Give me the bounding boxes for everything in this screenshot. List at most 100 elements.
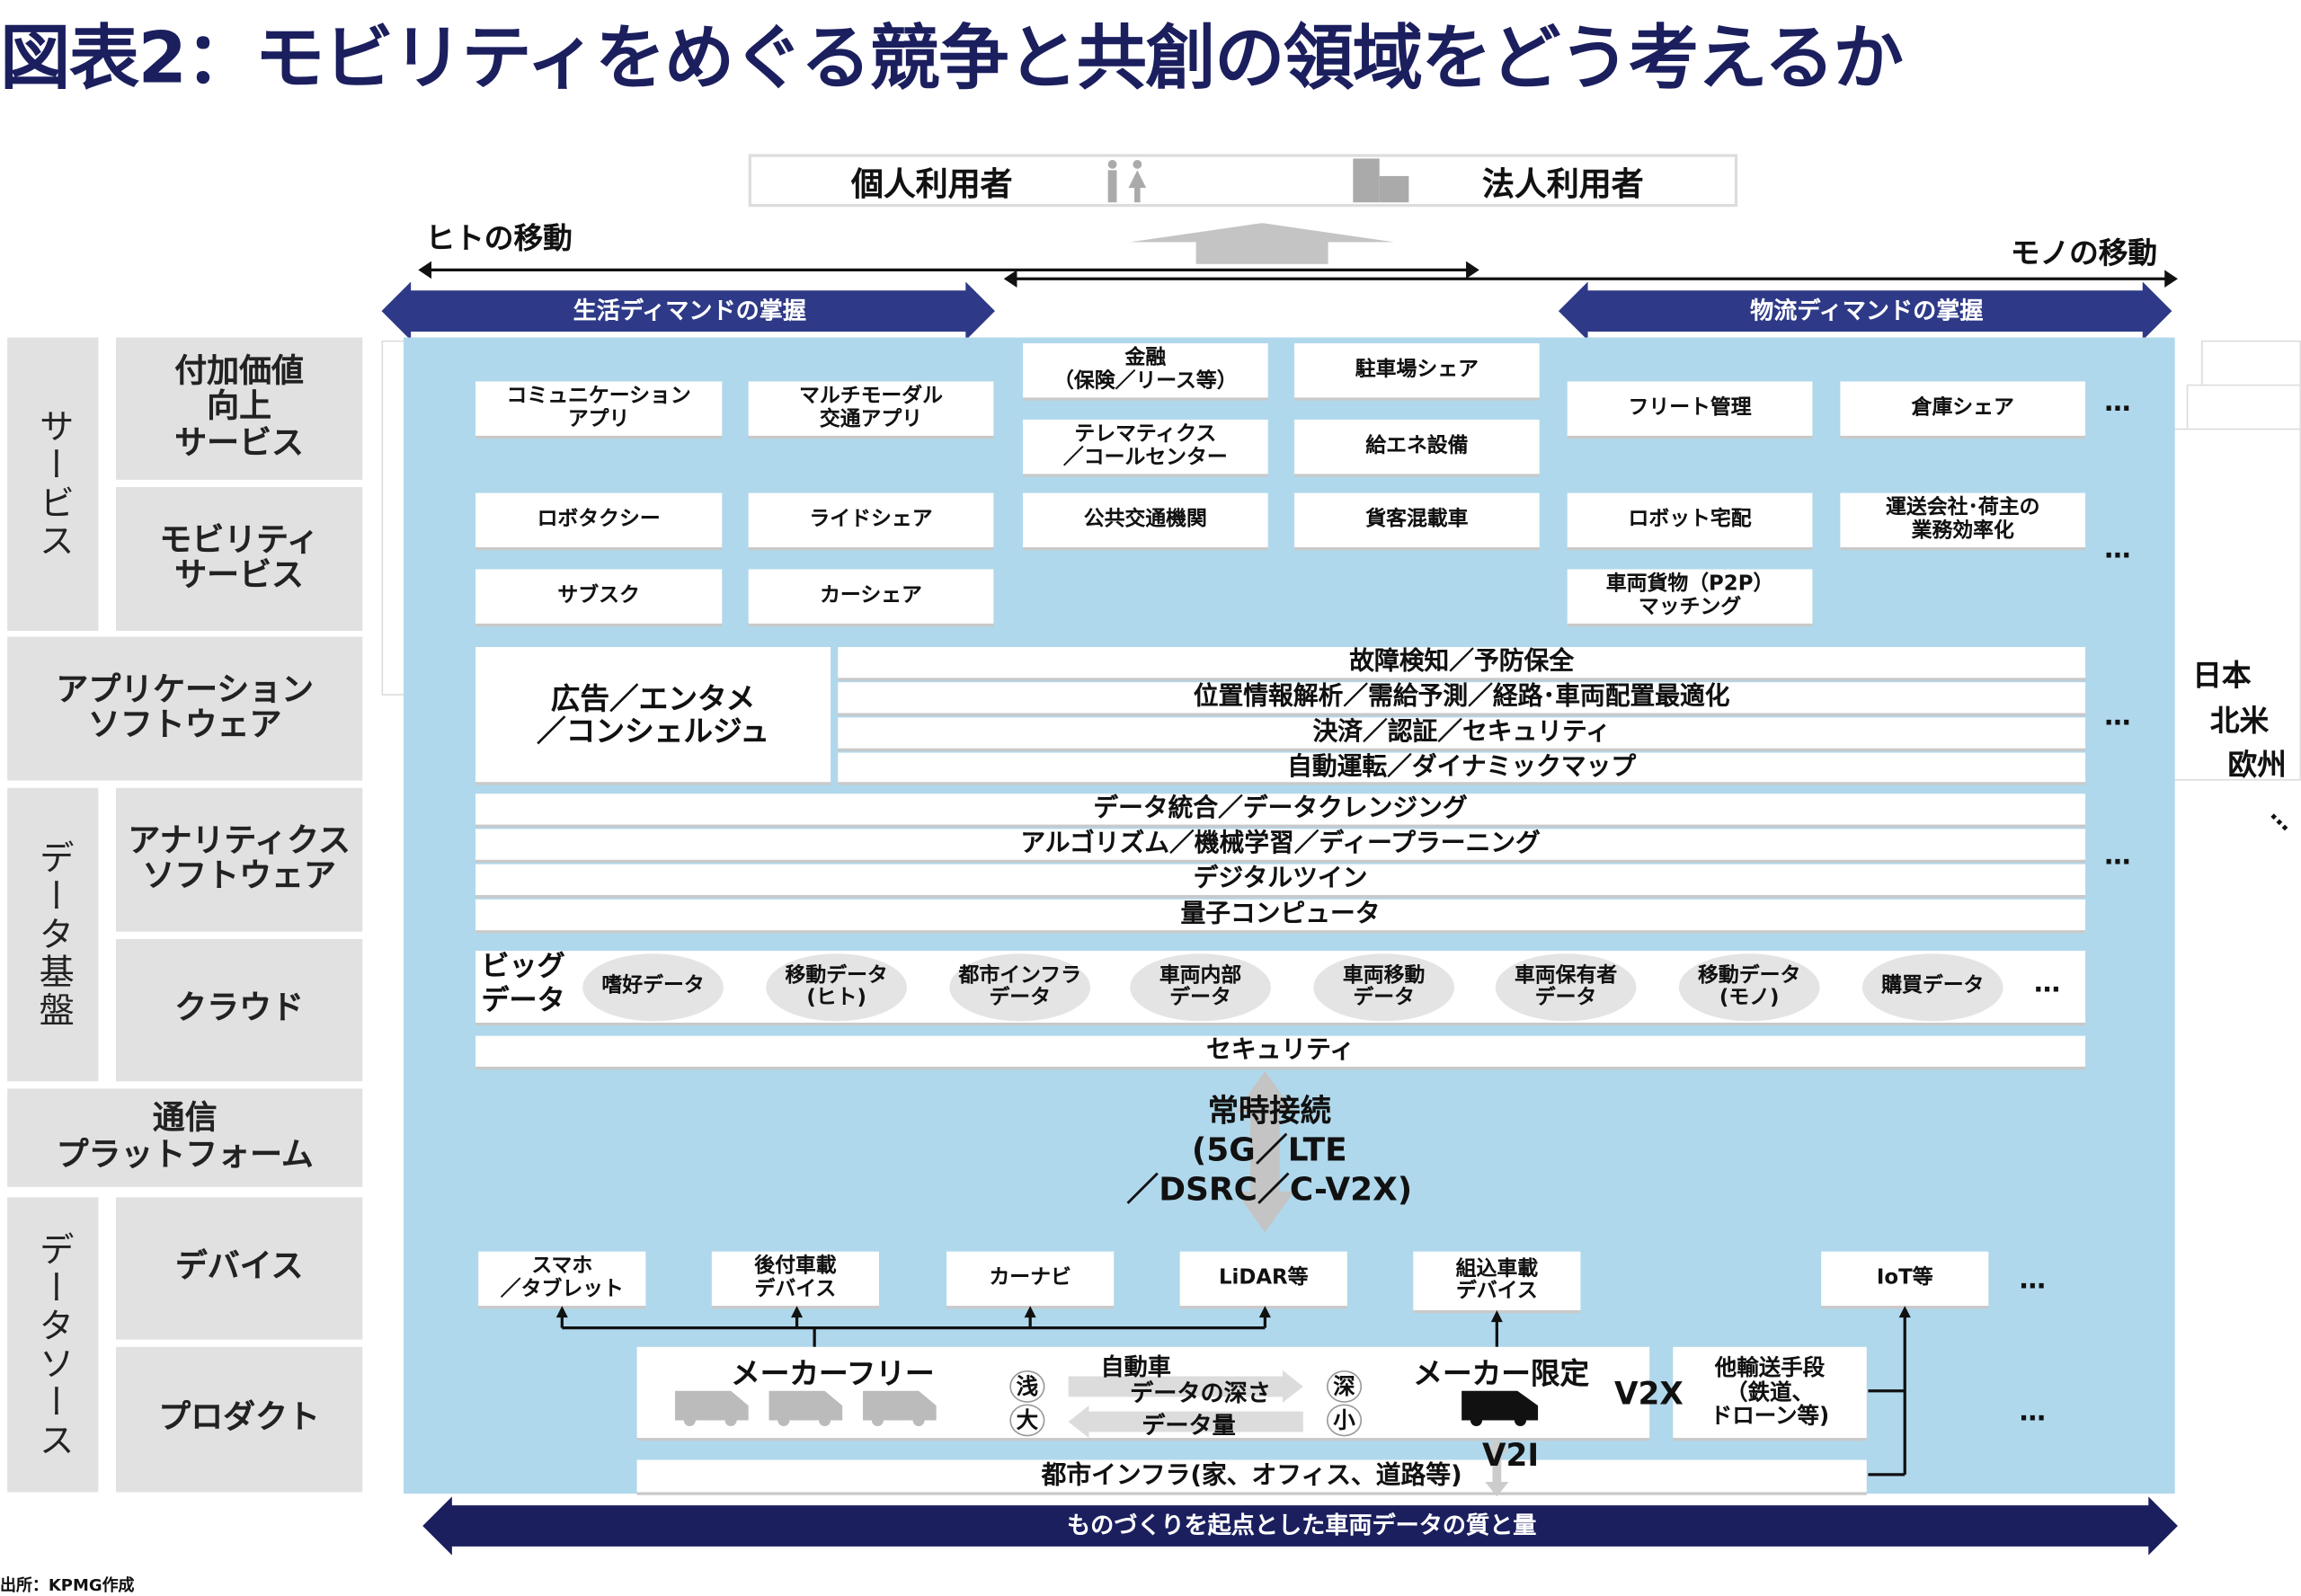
bigdata-item: 嗜好データ	[582, 953, 724, 1022]
people-movement-label: ヒトの移動	[425, 219, 573, 256]
service-rideshare: ライドシェア	[748, 492, 994, 547]
v2i-arrow	[1485, 1438, 1509, 1497]
up-arrow-icon	[1130, 223, 1395, 264]
label-comm-platform: 通信 プラットフォーム	[7, 1088, 363, 1187]
small-label: 小	[1326, 1404, 1363, 1437]
movement-arrows	[418, 261, 2178, 288]
users-box	[748, 154, 1738, 208]
label-app-software: アプリケーション ソフトウェア	[7, 636, 363, 781]
bigdata-item: 車両移動 データ	[1313, 953, 1455, 1022]
device-smartphone: スマホ ／タブレット	[478, 1251, 646, 1307]
v2i-label: V2I	[1482, 1438, 1540, 1474]
people-icon	[1107, 159, 1147, 203]
service-multimodal-app: マルチモーダル 交通アプリ	[748, 381, 994, 436]
maker-limited-label: メーカー限定	[1413, 1355, 1590, 1391]
goods-movement-label: モノの移動	[2010, 235, 2158, 270]
security-bar: セキュリティ	[475, 1035, 2086, 1067]
ellipsis: …	[2104, 840, 2133, 872]
connectivity-arrow	[1235, 1070, 1295, 1233]
bigdata-item: 移動データ (モノ)	[1678, 953, 1820, 1022]
bottom-arrow-label: ものづくりを起点とした車両データの質と量	[1066, 1512, 1537, 1540]
service-carrier-efficiency: 運送会社･荷主の 業務効率化	[1840, 492, 2086, 547]
ellipsis: …	[2019, 1264, 2048, 1296]
source-note: 出所：KPMG作成	[0, 1575, 135, 1595]
device-iot: IoT等	[1821, 1251, 1989, 1307]
label-mobility-service: モビリティ サービス	[115, 487, 363, 632]
service-carshare: カーシェア	[748, 569, 994, 624]
logistics-demand-label: 物流ディマンドの掌握	[1750, 297, 1984, 325]
bigdata-item: 購買データ	[1861, 953, 2003, 1022]
amount-label: データ量	[1142, 1411, 1236, 1440]
service-comm-app: コミュニケーション アプリ	[475, 381, 723, 436]
van-icons-gray	[675, 1390, 937, 1426]
device-embedded: 組込車載 デバイス	[1413, 1251, 1581, 1311]
label-value-added-service: 付加価値 向上 サービス	[115, 337, 363, 480]
service-finance: 金融 （保険／リース等）	[1022, 343, 1268, 398]
shallow-label: 浅	[1009, 1370, 1045, 1403]
analytics-bar: デジタルツイン	[475, 864, 2086, 895]
life-demand-label: 生活ディマンドの掌握	[573, 297, 807, 325]
service-robotaxi: ロボタクシー	[475, 492, 723, 547]
label-cloud: クラウド	[115, 938, 363, 1082]
region-north-america: 北米	[2209, 703, 2270, 739]
individual-user-label: 個人利用者	[850, 167, 1013, 204]
label-product: プロダクト	[115, 1346, 363, 1493]
service-warehouse: 倉庫シェア	[1840, 381, 2086, 436]
ellipsis: …	[2104, 701, 2133, 732]
ellipsis: …	[2033, 968, 2062, 999]
ellipsis: …	[2104, 387, 2133, 419]
analytics-bar: データ統合／データクレンジング	[475, 794, 2086, 825]
label-data-platform: データ基盤	[7, 787, 99, 1082]
connectivity-label: ／DSRC／C-V2X)	[1126, 1172, 1413, 1210]
app-bar: 自動運転／ダイナミックマップ	[838, 752, 2086, 783]
service-fleet: フリート管理	[1567, 381, 1813, 436]
service-parking: 駐車場シェア	[1294, 343, 1540, 398]
deep-label: 深	[1326, 1370, 1363, 1403]
bigdata-item: 移動データ (ヒト)	[766, 953, 908, 1022]
v2x-label: V2X	[1613, 1376, 1684, 1412]
label-data-source: データソース	[7, 1197, 99, 1493]
ellipsis: …	[2104, 534, 2133, 565]
analytics-bar: 量子コンピュータ	[475, 899, 2086, 931]
bigdata-label: ビッグ データ	[481, 950, 565, 1017]
region-europe: 欧州	[2227, 747, 2287, 783]
service-public-transit: 公共交通機関	[1022, 492, 1268, 547]
service-energy: 給エネ設備	[1294, 419, 1540, 474]
data-arrows	[1068, 1370, 1303, 1439]
connectivity-label: (5G／LTE	[1191, 1132, 1347, 1170]
bigdata-item: 車両保有者 データ	[1495, 953, 1637, 1022]
service-subscription: サブスク	[475, 569, 723, 624]
van-icon-black	[1461, 1390, 1539, 1426]
corporate-user-label: 法人利用者	[1482, 167, 1644, 204]
other-transport-box: 他輸送手段 （鉄道、 ドローン等)	[1673, 1346, 1867, 1439]
bigdata-item: 車両内部 データ	[1130, 953, 1271, 1022]
app-ads-entertainment: 広告／エンタメ ／コンシェルジュ	[475, 647, 831, 783]
figure-title: 図表2：モビリティをめぐる競争と共創の領域をどう考えるか	[0, 17, 1904, 101]
device-aftermarket: 後付車載 デバイス	[711, 1251, 879, 1307]
building-icon	[1353, 158, 1409, 203]
device-lidar: LiDAR等	[1179, 1251, 1347, 1307]
city-infra-bar: 都市インフラ(家、オフィス、道路等)	[636, 1459, 1867, 1493]
service-mixed-cargo: 貨客混載車	[1294, 492, 1540, 547]
connectivity-label: 常時接続	[1207, 1094, 1331, 1130]
life-demand-arrow	[381, 281, 995, 341]
app-bar: 決済／認証／セキュリティ	[838, 717, 2086, 749]
label-analytics-software: アナリティクス ソフトウェア	[115, 787, 363, 932]
depth-label: データの深さ	[1130, 1379, 1271, 1407]
region-japan: 日本	[2192, 657, 2252, 693]
bottom-arrow	[422, 1496, 2178, 1556]
app-bar: 故障検知／予防保全	[838, 647, 2086, 678]
app-bar: 位置情報解析／需給予測／経路･車両配置最適化	[838, 682, 2086, 714]
service-robot-delivery: ロボット宅配	[1567, 492, 1813, 547]
region-ellipsis: …	[2265, 800, 2301, 837]
maker-free-label: メーカーフリー	[731, 1355, 935, 1391]
logistics-demand-arrow	[1558, 281, 2172, 341]
car-label: 自動車	[1100, 1352, 1171, 1381]
large-label: 大	[1009, 1404, 1045, 1437]
service-telematics: テレマティクス ／コールセンター	[1022, 419, 1268, 474]
device-car-navi: カーナビ	[946, 1251, 1115, 1307]
label-service: サービス	[7, 337, 99, 632]
analytics-bar: アルゴリズム／機械学習／ディープラーニング	[475, 829, 2086, 860]
service-p2p-matching: 車両貨物（P2P） マッチング	[1567, 569, 1813, 624]
